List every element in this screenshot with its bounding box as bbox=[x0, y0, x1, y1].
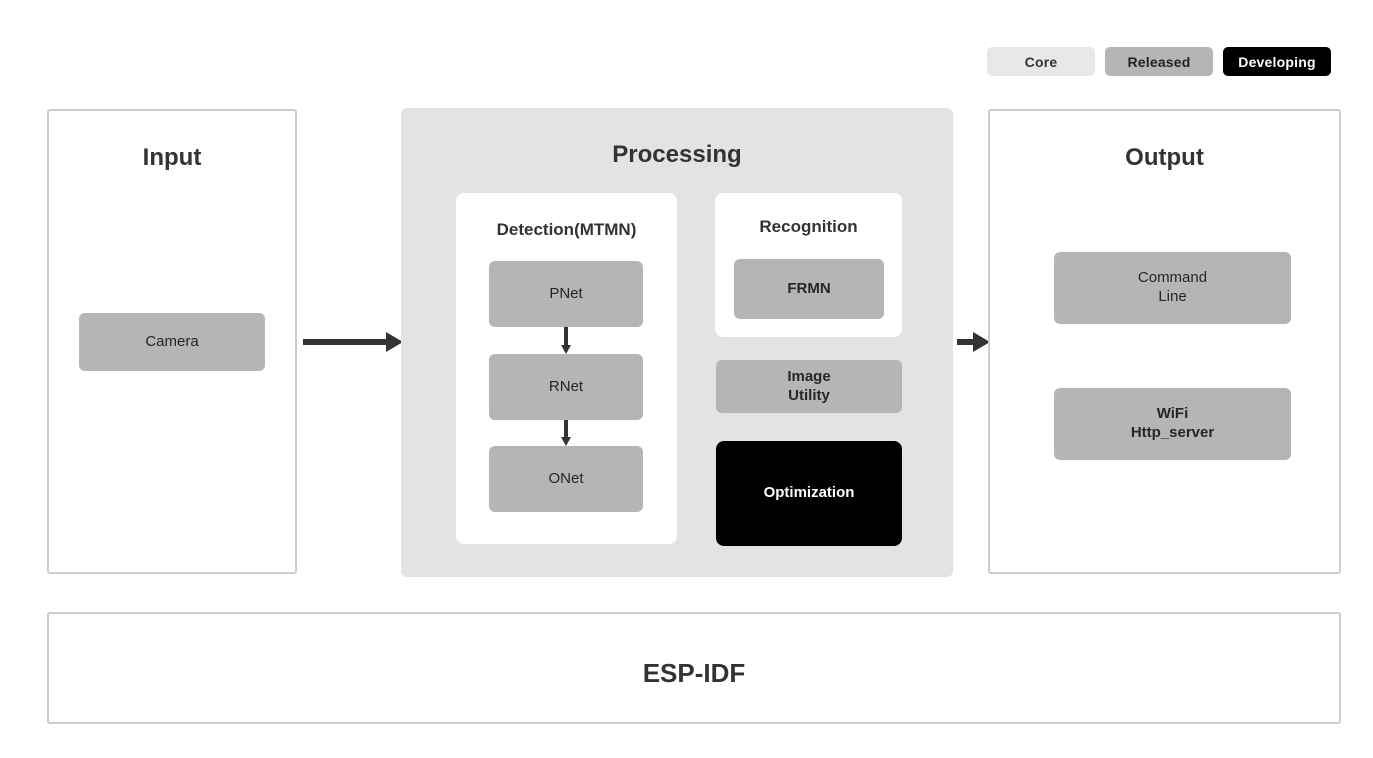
legend-chip-released: Released bbox=[1105, 47, 1213, 76]
node-frmn: FRMN bbox=[734, 259, 884, 319]
node-optimization-label: Optimization bbox=[763, 484, 855, 502]
card-recognition-title: Recognition bbox=[759, 217, 858, 236]
node-camera-label: Camera bbox=[145, 332, 199, 350]
node-camera: Camera bbox=[79, 313, 265, 371]
panel-output: Output bbox=[988, 109, 1341, 574]
node-pnet: PNet bbox=[489, 261, 643, 327]
arrow-processing-to-output-icon bbox=[957, 332, 990, 352]
node-pnet-label: PNet bbox=[549, 284, 583, 302]
node-rnet: RNet bbox=[489, 354, 643, 420]
node-command-line-label-line2: Line bbox=[1158, 288, 1187, 305]
arrow-shaft bbox=[564, 327, 568, 345]
node-onet: ONet bbox=[489, 446, 643, 512]
arrow-pnet-to-rnet-icon bbox=[561, 327, 571, 354]
arrow-head bbox=[561, 345, 571, 354]
node-onet-label: ONet bbox=[548, 469, 584, 487]
arrow-input-to-processing-icon bbox=[303, 332, 403, 352]
node-wifi-http-server-label-line1: WiFi bbox=[1156, 405, 1189, 423]
node-image-utility-label-line1: Image bbox=[787, 367, 831, 385]
node-command-line: Command Line bbox=[1054, 252, 1291, 324]
node-wifi-http-server: WiFi Http_server bbox=[1054, 388, 1291, 460]
panel-input-title: Input bbox=[142, 144, 202, 171]
legend: Core Released Developing bbox=[987, 47, 1331, 76]
node-rnet-label: RNet bbox=[548, 377, 584, 395]
panel-processing-title: Processing bbox=[612, 141, 742, 168]
legend-chip-core: Core bbox=[987, 47, 1095, 76]
panel-base-framework: ESP-IDF bbox=[47, 612, 1341, 724]
arrow-rnet-to-onet-icon bbox=[561, 420, 571, 446]
legend-label-developing: Developing bbox=[1238, 53, 1316, 70]
legend-label-core: Core bbox=[1024, 53, 1058, 70]
arrow-shaft bbox=[303, 339, 387, 345]
legend-chip-developing: Developing bbox=[1223, 47, 1331, 76]
arrow-shaft bbox=[564, 420, 568, 437]
arrow-head bbox=[386, 332, 403, 352]
node-optimization: Optimization bbox=[716, 441, 902, 546]
node-command-line-label-line1: Command bbox=[1137, 269, 1208, 287]
arrow-head bbox=[561, 437, 571, 446]
legend-label-released: Released bbox=[1127, 53, 1191, 70]
arrow-shaft bbox=[957, 339, 975, 345]
panel-base-framework-title: ESP-IDF bbox=[642, 658, 746, 688]
node-wifi-http-server-label-line2: Http_server bbox=[1130, 424, 1215, 441]
node-frmn-label: FRMN bbox=[787, 279, 831, 297]
arrow-head bbox=[973, 332, 990, 352]
node-image-utility: Image Utility bbox=[716, 360, 902, 413]
node-image-utility-label-line2: Utility bbox=[788, 386, 830, 404]
card-detection-title: Detection(MTMN) bbox=[496, 220, 637, 239]
panel-output-title: Output bbox=[1125, 144, 1204, 171]
